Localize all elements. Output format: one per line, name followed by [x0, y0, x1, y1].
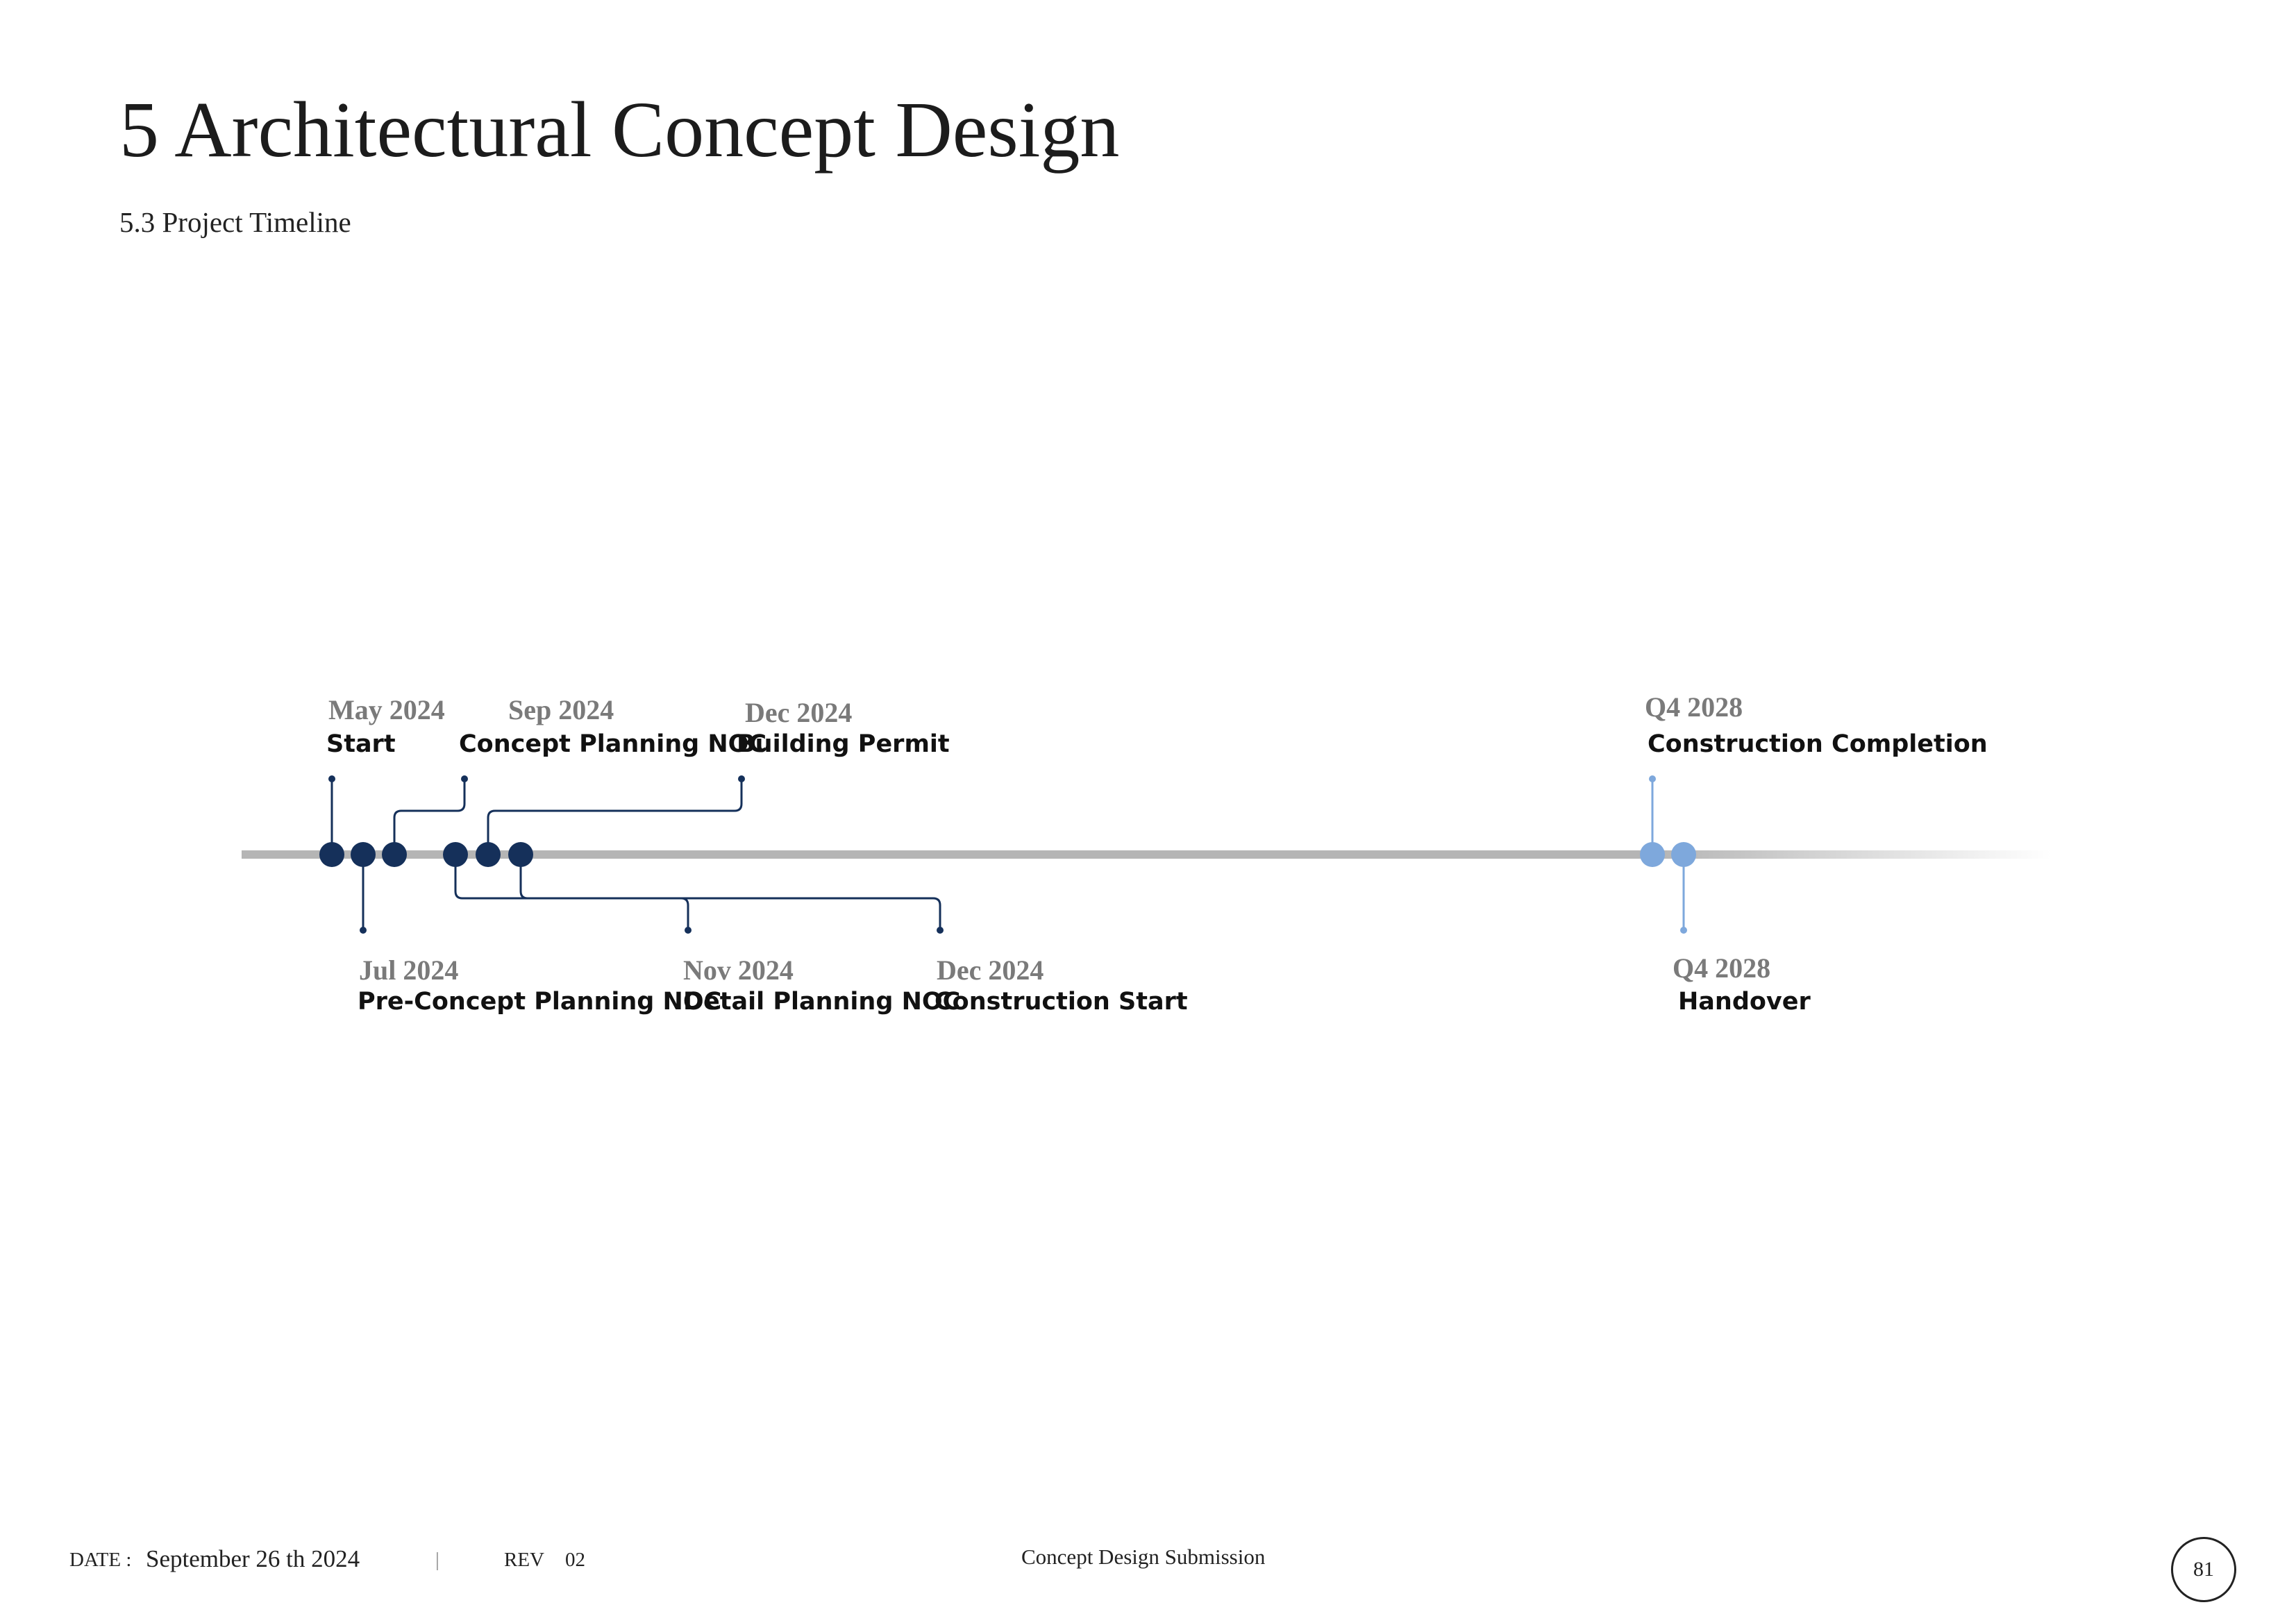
footer-document-title: Concept Design Submission [1021, 1545, 1266, 1569]
milestone-date-detail: Nov 2024 [683, 955, 794, 986]
milestone-dot-completion [1640, 842, 1665, 867]
milestone-event-detail: Detail Planning NOC [683, 988, 961, 1016]
milestone-dot-permit [476, 842, 501, 867]
page-number: 81 [2171, 1537, 2236, 1602]
milestone-event-pre-concept: Pre-Concept Planning NOC [358, 988, 722, 1016]
milestone-dot-detail [443, 842, 468, 867]
milestone-event-concept: Concept Planning NOC [459, 730, 767, 758]
milestone-event-construction-start: Construction Start [935, 988, 1188, 1016]
milestone-date-construction-start: Dec 2024 [937, 955, 1044, 986]
connector-cap-permit [738, 775, 745, 782]
footer-rev-label: REV [504, 1549, 544, 1571]
milestone-date-permit: Dec 2024 [745, 697, 853, 728]
footer-separator: | [435, 1549, 439, 1571]
milestone-date-start: May 2024 [328, 694, 445, 725]
milestone-event-completion: Construction Completion [1648, 730, 1988, 758]
connector-cap-pre-concept [360, 927, 367, 934]
milestone-dot-construction-start [508, 842, 533, 867]
page-title: 5 Architectural Concept Design [119, 85, 1120, 174]
milestone-dot-handover [1671, 842, 1696, 867]
footer-date-value: September 26 th 2024 [146, 1545, 360, 1572]
milestone-date-pre-concept: Jul 2024 [359, 955, 459, 986]
connector-cap-start [328, 775, 335, 782]
milestone-event-handover: Handover [1678, 988, 1811, 1016]
connector-cap-detail [685, 927, 692, 934]
milestone-dot-concept [382, 842, 407, 867]
connector-permit [487, 779, 743, 855]
connector-cap-construction-start [937, 927, 944, 934]
milestone-date-concept: Sep 2024 [508, 694, 614, 725]
milestone-dot-pre-concept [351, 842, 376, 867]
milestone-event-permit: Building Permit [737, 730, 950, 758]
connector-cap-handover [1680, 927, 1687, 934]
connector-concept [393, 779, 466, 855]
section-subtitle: 5.3 Project Timeline [119, 206, 351, 238]
footer-date-label: DATE : [69, 1549, 132, 1571]
milestone-date-handover: Q4 2028 [1673, 952, 1771, 984]
connector-cap-completion [1649, 775, 1656, 782]
connector-cap-concept [461, 775, 468, 782]
timeline-track [242, 850, 1658, 859]
milestone-dot-start [319, 842, 344, 867]
footer-rev-value: 02 [565, 1549, 585, 1571]
milestone-event-start: Start [326, 730, 396, 758]
connector-construction-start [519, 855, 941, 930]
timeline-track-fade [1658, 850, 2051, 859]
milestone-date-completion: Q4 2028 [1645, 691, 1743, 723]
